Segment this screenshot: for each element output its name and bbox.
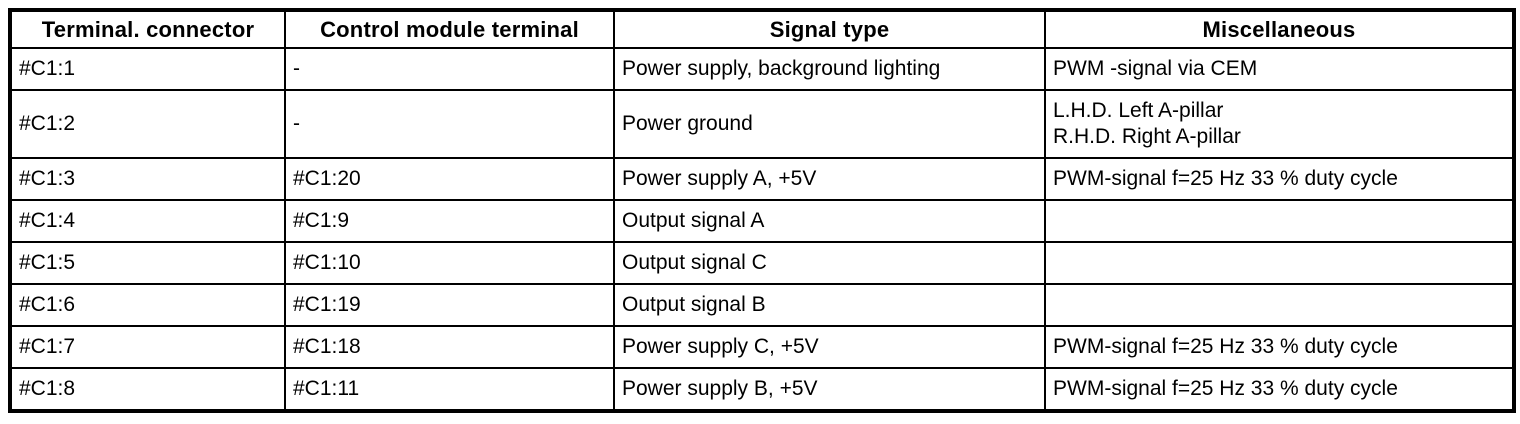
column-header-control-module-terminal: Control module terminal [284, 9, 615, 49]
cell-control-module-terminal: #C1:10 [284, 241, 615, 285]
cell-terminal-connector: #C1:5 [9, 241, 286, 285]
cell-signal-type: Output signal B [613, 283, 1046, 327]
cell-control-module-terminal: #C1:18 [284, 325, 615, 369]
cell-control-module-terminal: - [284, 89, 615, 159]
cell-terminal-connector: #C1:3 [9, 157, 286, 201]
cell-control-module-terminal: #C1:11 [284, 367, 615, 412]
cell-signal-type: Output signal A [613, 199, 1046, 243]
cell-signal-type: Power supply B, +5V [613, 367, 1046, 412]
cell-miscellaneous: L.H.D. Left A-pillar R.H.D. Right A-pill… [1044, 89, 1515, 159]
column-header-terminal-connector: Terminal. connector [9, 9, 286, 49]
cell-miscellaneous: PWM-signal f=25 Hz 33 % duty cycle [1044, 325, 1515, 369]
cell-terminal-connector: #C1:8 [9, 367, 286, 412]
cell-terminal-connector: #C1:7 [9, 325, 286, 369]
cell-miscellaneous: PWM -signal via CEM [1044, 47, 1515, 91]
cell-miscellaneous [1044, 283, 1515, 327]
cell-control-module-terminal: #C1:20 [284, 157, 615, 201]
cell-miscellaneous: PWM-signal f=25 Hz 33 % duty cycle [1044, 157, 1515, 201]
cell-miscellaneous [1044, 199, 1515, 243]
cell-terminal-connector: #C1:4 [9, 199, 286, 243]
cell-control-module-terminal: #C1:9 [284, 199, 615, 243]
cell-signal-type: Output signal C [613, 241, 1046, 285]
cell-miscellaneous [1044, 241, 1515, 285]
cell-miscellaneous: PWM-signal f=25 Hz 33 % duty cycle [1044, 367, 1515, 412]
cell-terminal-connector: #C1:6 [9, 283, 286, 327]
column-header-signal-type: Signal type [613, 9, 1046, 49]
cell-control-module-terminal: - [284, 47, 615, 91]
column-header-miscellaneous: Miscellaneous [1044, 9, 1515, 49]
cell-control-module-terminal: #C1:19 [284, 283, 615, 327]
cell-terminal-connector: #C1:2 [9, 89, 286, 159]
cell-signal-type: Power ground [613, 89, 1046, 159]
cell-terminal-connector: #C1:1 [9, 47, 286, 91]
cell-signal-type: Power supply, background lighting [613, 47, 1046, 91]
cell-signal-type: Power supply C, +5V [613, 325, 1046, 369]
cell-signal-type: Power supply A, +5V [613, 157, 1046, 201]
